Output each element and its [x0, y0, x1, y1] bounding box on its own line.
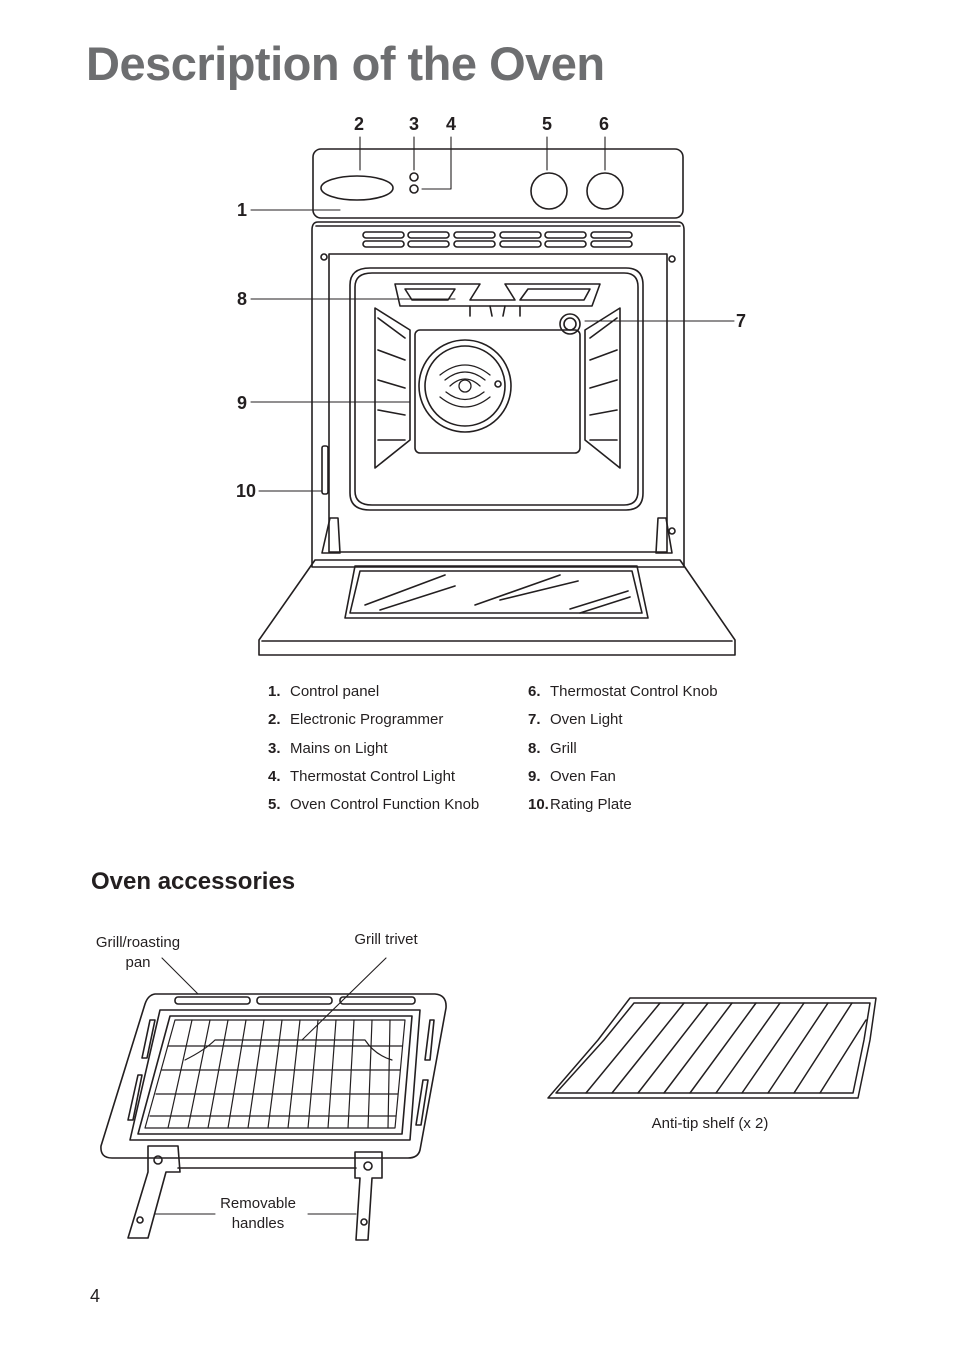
accessories-heading: Oven accessories	[91, 868, 296, 895]
page-number: 4	[90, 1286, 101, 1306]
anti-tip-shelf-label: Anti-tip shelf (x 2)	[651, 1115, 769, 1132]
callout-7: 7	[736, 311, 747, 331]
control-panel-drawing	[312, 148, 684, 219]
legend-item: 3.Mains on Light	[268, 740, 388, 757]
page-title: Description of the Oven	[86, 37, 605, 90]
accessory-callout-lines	[154, 957, 387, 1215]
callout-10: 10	[236, 481, 257, 501]
callout-8: 8	[237, 289, 248, 309]
oven-door-drawing	[258, 559, 736, 656]
callout-1: 1	[237, 200, 248, 220]
callout-6: 6	[599, 114, 610, 134]
legend-item: 2.Electronic Programmer	[268, 711, 444, 728]
legend-item: 4.Thermostat Control Light	[268, 768, 456, 785]
callout-2: 2	[354, 114, 365, 134]
legend-item: 5.Oven Control Function Knob	[268, 796, 480, 813]
legend-item: 7.Oven Light	[528, 711, 623, 728]
legend-item: 9.Oven Fan	[528, 768, 616, 785]
removable-handles-label: Removable handles	[220, 1195, 296, 1232]
legend-item: 6.Thermostat Control Knob	[528, 683, 718, 700]
oven-body-drawing	[311, 221, 685, 568]
legend-item: 1.Control panel	[268, 683, 380, 700]
callout-4: 4	[446, 114, 457, 134]
grill-trivet-label: Grill trivet	[354, 931, 418, 948]
grill-pan-label: Grill/roasting pan	[95, 934, 181, 971]
callout-3: 3	[409, 114, 420, 134]
callout-9: 9	[237, 393, 248, 413]
legend-item: 10.Rating Plate	[528, 796, 632, 813]
legend-item: 8.Grill	[528, 740, 577, 757]
callout-lines	[250, 136, 735, 492]
grill-pan-drawing	[100, 993, 447, 1241]
anti-tip-shelf-drawing	[547, 997, 877, 1099]
callout-5: 5	[542, 114, 553, 134]
